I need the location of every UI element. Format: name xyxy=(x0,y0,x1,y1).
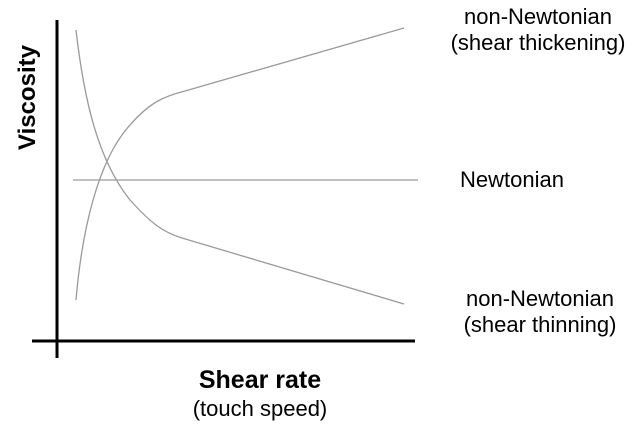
curve-shear-thinning xyxy=(75,29,405,305)
label-shear-thickening-line2: (shear thickening) xyxy=(450,30,626,55)
label-newtonian-line1: Newtonian xyxy=(460,167,564,192)
label-shear-thinning-line2: (shear thinning) xyxy=(463,312,617,337)
label-shear-thinning-line1: non-Newtonian xyxy=(466,286,614,311)
label-shear-thinning: non-Newtonian (shear thinning) xyxy=(440,286,640,338)
label-newtonian: Newtonian xyxy=(432,167,592,193)
label-shear-thickening-line1: non-Newtonian xyxy=(464,4,612,29)
curve-shear-thickening xyxy=(75,27,405,301)
y-axis-label: Viscosity xyxy=(14,45,41,150)
x-axis-sublabel: (touch speed) xyxy=(192,396,328,421)
x-axis-label: Shear rate xyxy=(198,366,322,394)
label-shear-thickening: non-Newtonian (shear thickening) xyxy=(436,4,640,56)
